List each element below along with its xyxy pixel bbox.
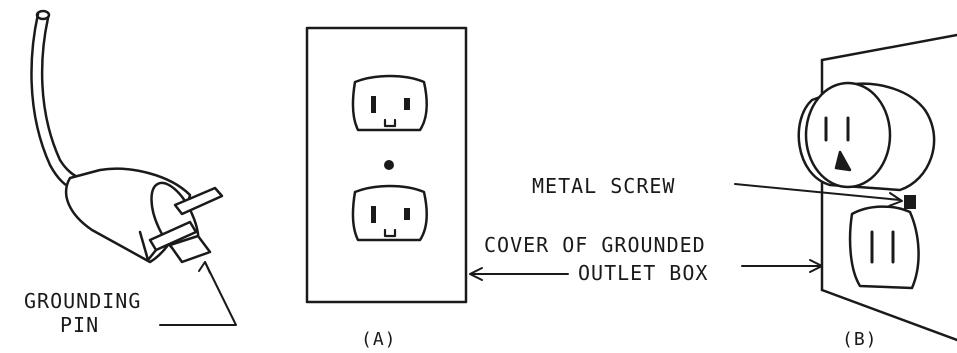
plug-prong-top xyxy=(173,186,224,216)
metal-screw-arrow xyxy=(734,183,903,207)
cover-label-line2: OUTLET BOX xyxy=(578,261,708,285)
wall-receptacle xyxy=(848,205,920,290)
cover-label-line1: COVER OF GROUNDED xyxy=(484,233,706,257)
metal-screw xyxy=(904,195,916,209)
grounding-pin-arrow xyxy=(159,261,237,326)
power-cord xyxy=(30,12,76,192)
outlet-cover-plate xyxy=(305,26,468,304)
plug-prong-bottom xyxy=(148,220,198,252)
center-screw xyxy=(384,160,394,170)
fig-a-label: (A) xyxy=(361,329,397,350)
lower-receptacle xyxy=(351,184,428,242)
metal-screw-label: METAL SCREW xyxy=(532,174,675,198)
upper-receptacle xyxy=(351,74,428,132)
plug-illustration xyxy=(30,9,224,264)
fig-b-label: (B) xyxy=(842,329,878,350)
wall-outlet-illustration xyxy=(797,33,957,342)
cover-arrow-left xyxy=(469,267,569,281)
grounding-pin-label-line1: GROUNDING xyxy=(24,289,141,313)
grounding-pin xyxy=(168,234,212,264)
grounding-pin-label-line2: PIN xyxy=(60,313,99,337)
cover-arrow-right xyxy=(741,259,823,273)
